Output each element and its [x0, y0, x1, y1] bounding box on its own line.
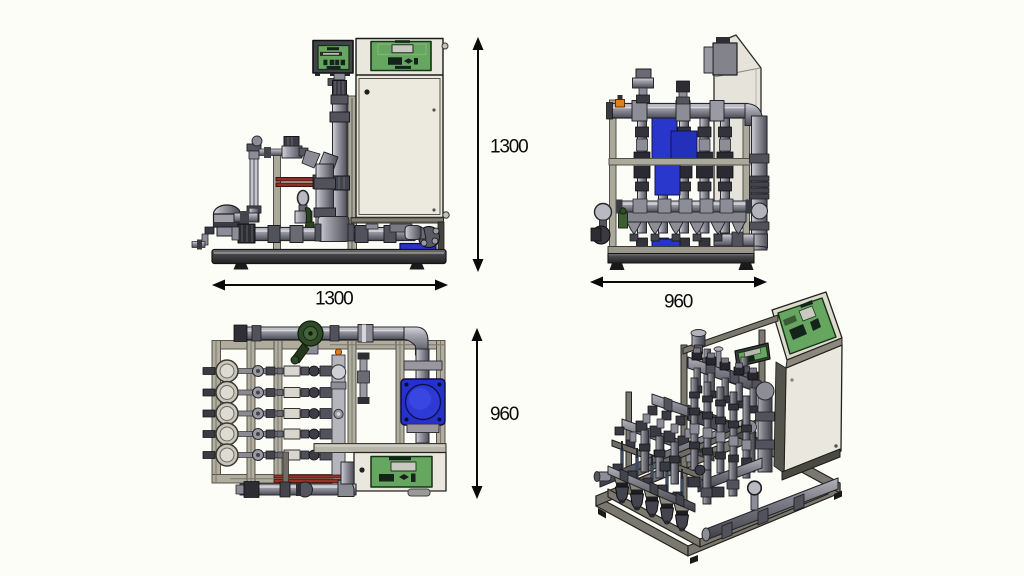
svg-text:1300: 1300	[315, 289, 353, 310]
svg-text:960: 960	[664, 292, 693, 313]
svg-text:1300: 1300	[490, 137, 528, 158]
svg-text:960: 960	[490, 404, 519, 425]
